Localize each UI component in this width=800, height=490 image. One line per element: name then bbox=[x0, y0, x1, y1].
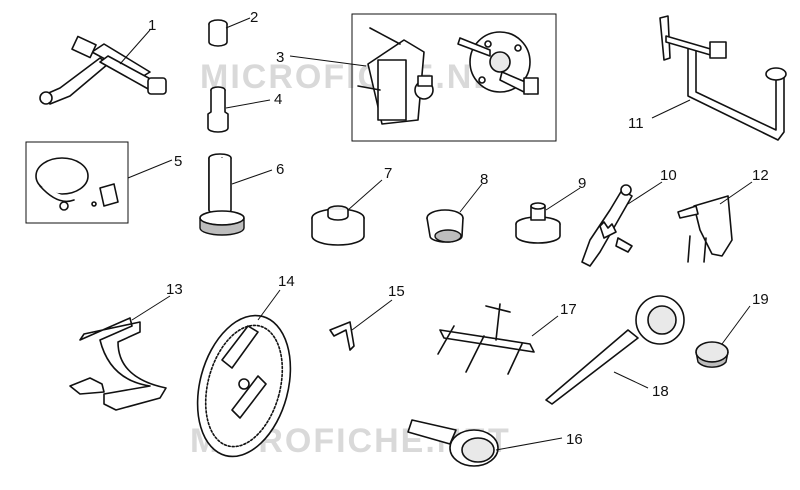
callout-7: 7 bbox=[384, 165, 392, 182]
part-17-puller-bar bbox=[437, 303, 535, 375]
callout-11: 11 bbox=[628, 115, 644, 132]
part-11-c-clamp bbox=[659, 15, 787, 141]
part-18-wrench bbox=[545, 295, 685, 405]
callout-labels: 1 2 3 4 5 6 7 8 9 10 11 12 13 14 15 16 1… bbox=[148, 9, 769, 448]
callout-9: 9 bbox=[578, 175, 586, 192]
callout-17: 17 bbox=[560, 301, 577, 318]
part-2-sleeve bbox=[208, 19, 228, 47]
part-3-puller bbox=[357, 27, 539, 125]
callout-14: 14 bbox=[278, 273, 295, 290]
callout-15: 15 bbox=[388, 283, 405, 300]
callout-4: 4 bbox=[274, 91, 282, 108]
part-9-pressing-tool bbox=[515, 202, 561, 244]
part-5-frame bbox=[25, 141, 129, 224]
part-10-retaining-tool bbox=[581, 184, 633, 267]
leader-lines bbox=[119, 17, 753, 451]
part-13-support-plate bbox=[69, 317, 167, 411]
part-12-bracket bbox=[677, 195, 733, 263]
callout-13: 13 bbox=[166, 281, 183, 298]
part-14-degree-disc bbox=[196, 314, 292, 458]
part-1-crank-tool bbox=[39, 35, 167, 105]
part-6-drift bbox=[199, 153, 245, 236]
callout-12: 12 bbox=[752, 167, 769, 184]
part-7-cup-tool bbox=[311, 205, 365, 246]
part-15-small-bracket bbox=[329, 321, 355, 351]
callout-3: 3 bbox=[276, 49, 284, 66]
part-5-clamp-band bbox=[35, 157, 119, 211]
callout-16: 16 bbox=[566, 431, 583, 448]
callout-18: 18 bbox=[652, 383, 669, 400]
callout-1: 1 bbox=[148, 17, 156, 34]
part-4-pin bbox=[207, 86, 229, 133]
callout-19: 19 bbox=[752, 291, 769, 308]
callout-10: 10 bbox=[660, 167, 677, 184]
part-3-frame bbox=[351, 13, 557, 142]
callout-2: 2 bbox=[250, 9, 258, 26]
callout-8: 8 bbox=[480, 171, 488, 188]
callout-6: 6 bbox=[276, 161, 284, 178]
callout-5: 5 bbox=[174, 153, 182, 170]
part-16-threaded-knob bbox=[407, 419, 499, 467]
part-8-bush bbox=[426, 209, 464, 243]
watermark-top: MICROFICHE.NET bbox=[200, 58, 521, 96]
part-19-gear bbox=[695, 341, 729, 368]
